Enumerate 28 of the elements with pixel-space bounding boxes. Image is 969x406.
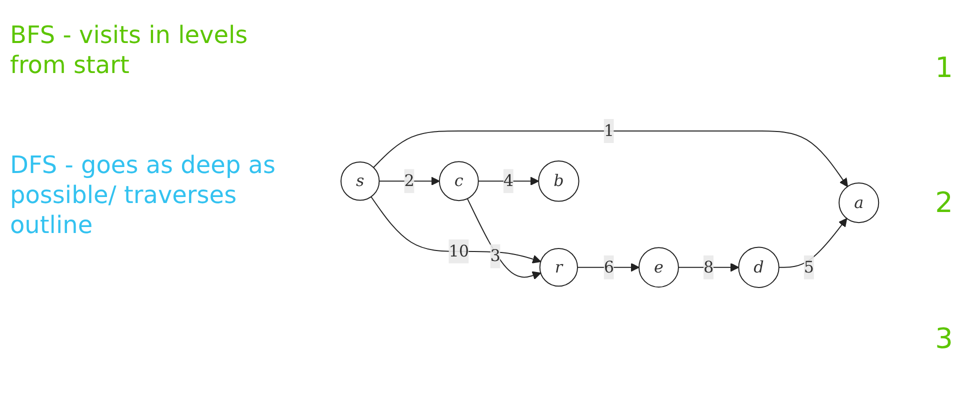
arrow <box>378 176 440 186</box>
level-number: 2 <box>935 186 953 220</box>
edge-label: 10 <box>448 241 469 260</box>
arrow <box>370 196 541 264</box>
arrow <box>478 176 539 186</box>
node-circle: r <box>539 248 578 286</box>
edge-label: 4 <box>503 170 514 190</box>
level-number: 3 <box>935 322 953 355</box>
edge-label: 8 <box>703 257 714 276</box>
node-circle: a <box>838 182 879 223</box>
edge-label: 3 <box>490 246 500 266</box>
node-circle: c <box>438 160 479 201</box>
edge-label: 2 <box>404 170 414 190</box>
arrow <box>576 262 640 272</box>
node-circle: d <box>738 246 780 288</box>
handwritten-note: BFS - visits in levels from start <box>10 20 249 80</box>
edge-label: 5 <box>804 257 814 276</box>
arrow <box>778 218 847 268</box>
node-circle: b <box>538 160 579 202</box>
edge-label: 6 <box>603 257 614 276</box>
node-circle: e <box>638 246 679 288</box>
edge-label: 1 <box>603 120 614 140</box>
arrow <box>678 262 739 272</box>
node-circle: s <box>340 161 380 200</box>
level-number: 1 <box>935 51 953 84</box>
handwritten-note: DFS - goes as deep as possible/ traverses outline <box>10 150 277 240</box>
arrow <box>466 198 541 280</box>
arrow <box>372 130 848 187</box>
